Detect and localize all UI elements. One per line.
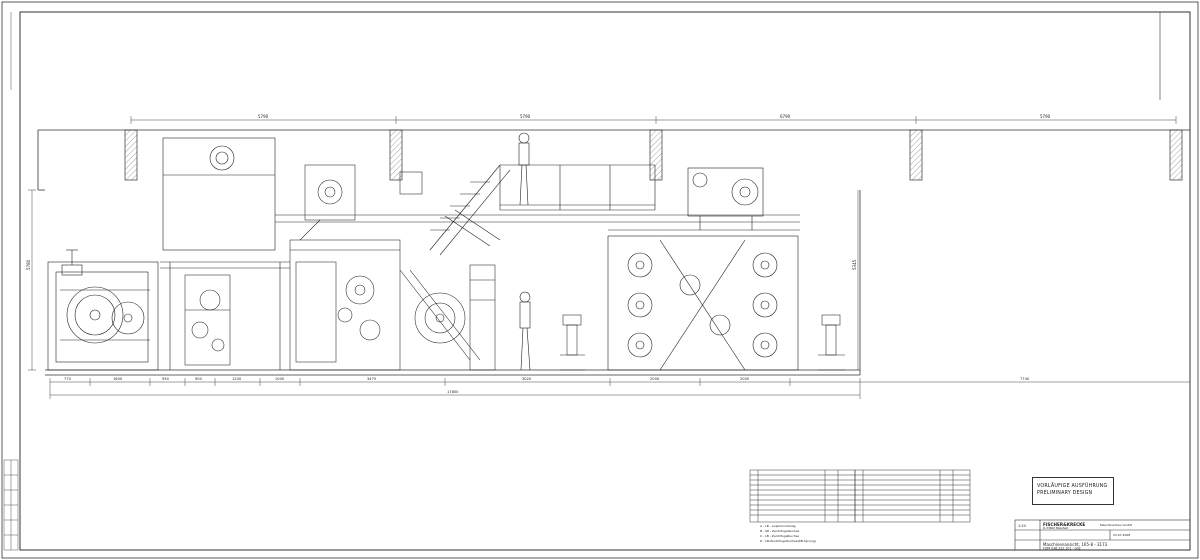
note-line-2: PRELIMINARY DESIGN <box>1037 491 1093 496</box>
total-length: 17800 <box>447 390 459 394</box>
control-stand-left <box>560 314 585 371</box>
title-scale: 1:20 <box>1018 524 1026 528</box>
bottom-dim-9: 2000 <box>650 377 660 381</box>
building-outline <box>37 129 1190 376</box>
control-stand-right <box>818 314 845 371</box>
building-columns <box>124 129 1183 181</box>
revision-strip <box>3 12 19 551</box>
central-coater <box>399 264 496 371</box>
drying-tower <box>160 137 290 370</box>
bom-legend-b: B - SR - Zentrifugalbuchse <box>760 529 800 533</box>
title-company: FISCHER&KRECKE <box>1043 522 1085 527</box>
bom-legend-d: D - LB-Zentrifugalbuchse(RB-Sprung) <box>760 539 816 543</box>
preliminary-design-note: VORLÄUFIGE AUSFÜHRUNG PRELIMINARY DESIGN <box>1032 477 1114 505</box>
title-date: 23.07.2008 <box>1113 533 1130 537</box>
bottom-dim-10: 2000 <box>740 377 750 381</box>
height-right-label: 5345 <box>852 259 857 270</box>
bottom-dim-11: 7740 <box>1020 377 1030 381</box>
operator-figure-floor <box>519 291 531 371</box>
bom-table-right <box>854 469 971 523</box>
note-line-1: VORLÄUFIGE AUSFÜHRUNG <box>1037 484 1108 489</box>
bom-table-left <box>749 469 856 523</box>
top-dim-1: 5790 <box>258 114 269 119</box>
bottom-dimension <box>49 378 1191 399</box>
bom-legend-a: A - LB - Ausprünrollenlg. <box>760 524 796 528</box>
title-description: Maschinenansicht, 165-8 - 3173 <box>1043 542 1108 547</box>
top-dimension <box>130 116 1177 124</box>
height-dimension <box>28 189 859 371</box>
bottom-dim-6: 1000 <box>275 377 285 381</box>
bottom-dim-2: 1600 <box>113 377 123 381</box>
coating-station <box>184 164 423 371</box>
bottom-dim-1: 770 <box>64 377 72 381</box>
bottom-dim-3: 930 <box>162 377 170 381</box>
unwinder-section <box>47 249 159 371</box>
top-dim-3: 6790 <box>780 114 791 119</box>
walkway-platform <box>275 164 800 256</box>
bottom-dim-4: 900 <box>195 377 203 381</box>
height-left-label: 5780 <box>26 259 31 270</box>
top-dim-4: 5790 <box>1040 114 1051 119</box>
title-number: FOM 038.222.101 - 002 <box>1043 547 1081 551</box>
bottom-dim-5: 1200 <box>232 377 242 381</box>
title-block <box>1014 519 1191 551</box>
bottom-dim-8: 3020 <box>522 377 532 381</box>
bom-legend-c: C - LB - Zentrifugalbuchse <box>760 534 799 538</box>
title-city: D-33602 Bielefeld <box>1043 526 1068 530</box>
dryer-unit <box>607 167 800 371</box>
title-company-sub: Maschinenbau GmbH <box>1100 523 1132 527</box>
bottom-dim-7: 3475 <box>367 377 376 381</box>
top-dim-2: 5790 <box>520 114 531 119</box>
operator-figure-top <box>518 132 530 206</box>
